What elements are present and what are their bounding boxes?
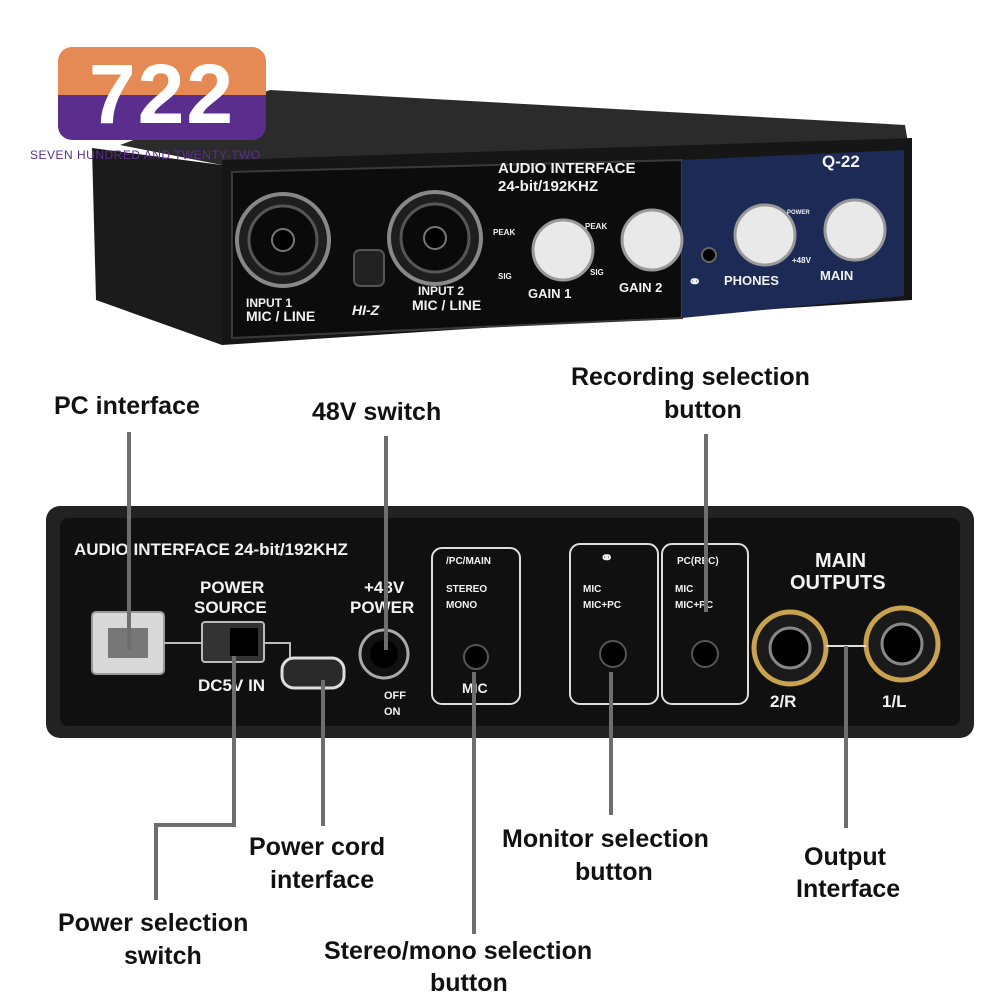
monitor-micpc-label: MIC+PC [583, 600, 622, 611]
rec-mic-label: MIC [675, 584, 694, 595]
out-2r-label: 2/R [770, 692, 797, 711]
monitor-mic-label: MIC [583, 584, 602, 595]
callout-monitor-2: button [575, 858, 653, 886]
callout-power-cord-2: interface [270, 866, 375, 894]
model-label: Q-22 [822, 152, 860, 171]
logo-tagline: SEVEN HUNDRED AND TWENTY-TWO [30, 148, 261, 162]
input2-type: MIC / LINE [412, 297, 482, 313]
hiz-label: HI-Z [352, 302, 380, 318]
off-label: OFF [384, 690, 406, 702]
callout-48v-switch: 48V switch [312, 398, 442, 426]
logo-number: 722 [88, 47, 236, 141]
dc-in-label: DC5V IN [198, 676, 266, 695]
sig-label-1: SIG [498, 272, 512, 281]
main-outputs-1: MAIN [815, 550, 867, 572]
callout-power-sel-1: Power selection [58, 909, 249, 937]
callout-recording-1: Recording selection [571, 363, 810, 391]
gain2-label: GAIN 2 [619, 280, 663, 295]
headphone-icon: ⚭ [688, 274, 702, 291]
callout-output-2: Interface [796, 875, 901, 903]
callout-stereo-2: button [430, 969, 508, 997]
stereo-label: STEREO [446, 584, 488, 595]
gain1-label: GAIN 1 [528, 286, 572, 301]
plus48v-led-label: +48V [792, 256, 811, 265]
callout-monitor-1: Monitor selection [502, 825, 709, 853]
main-outputs-2: OUTPUTS [790, 572, 886, 594]
input2-label: INPUT 2 [418, 284, 465, 298]
plus48v-rear-2: POWER [350, 598, 415, 617]
front-title-1: AUDIO INTERFACE [498, 160, 636, 177]
peak-label-2: PEAK [585, 222, 608, 231]
rear-title: AUDIO INTERFACE 24-bit/192KHZ [74, 540, 348, 559]
pc-rec-label: PC(REC) [677, 556, 719, 567]
main-label: MAIN [820, 268, 854, 283]
mono-label: MONO [446, 600, 478, 611]
input1-type: MIC / LINE [246, 308, 316, 324]
rec-micpc-label: MIC+PC [675, 600, 714, 611]
callout-pc-interface: PC interface [54, 392, 200, 420]
callout-recording-2: button [664, 396, 742, 424]
out-1l-label: 1/L [882, 692, 907, 711]
callout-power-cord-1: Power cord [249, 833, 386, 861]
logo-bottom-band [58, 95, 266, 140]
phones-label: PHONES [724, 273, 779, 288]
power-led-label: POWER [787, 210, 810, 216]
callout-stereo-1: Stereo/mono selection [324, 937, 593, 965]
callout-power-sel-2: switch [124, 942, 202, 970]
logo-top-band [58, 47, 266, 95]
callout-output-1: Output [804, 843, 886, 871]
peak-label-1: PEAK [493, 228, 516, 237]
power-source-2: SOURCE [194, 598, 267, 617]
headphone-rear-icon: ⚭ [600, 550, 614, 567]
sig-label-2: SIG [590, 268, 604, 277]
pc-main-label: /PC/MAIN [446, 556, 491, 567]
input1-label: INPUT 1 [246, 296, 293, 310]
power-source-1: POWER [200, 578, 265, 597]
front-title-2: 24-bit/192KHZ [498, 178, 599, 195]
on-label: ON [384, 706, 401, 718]
